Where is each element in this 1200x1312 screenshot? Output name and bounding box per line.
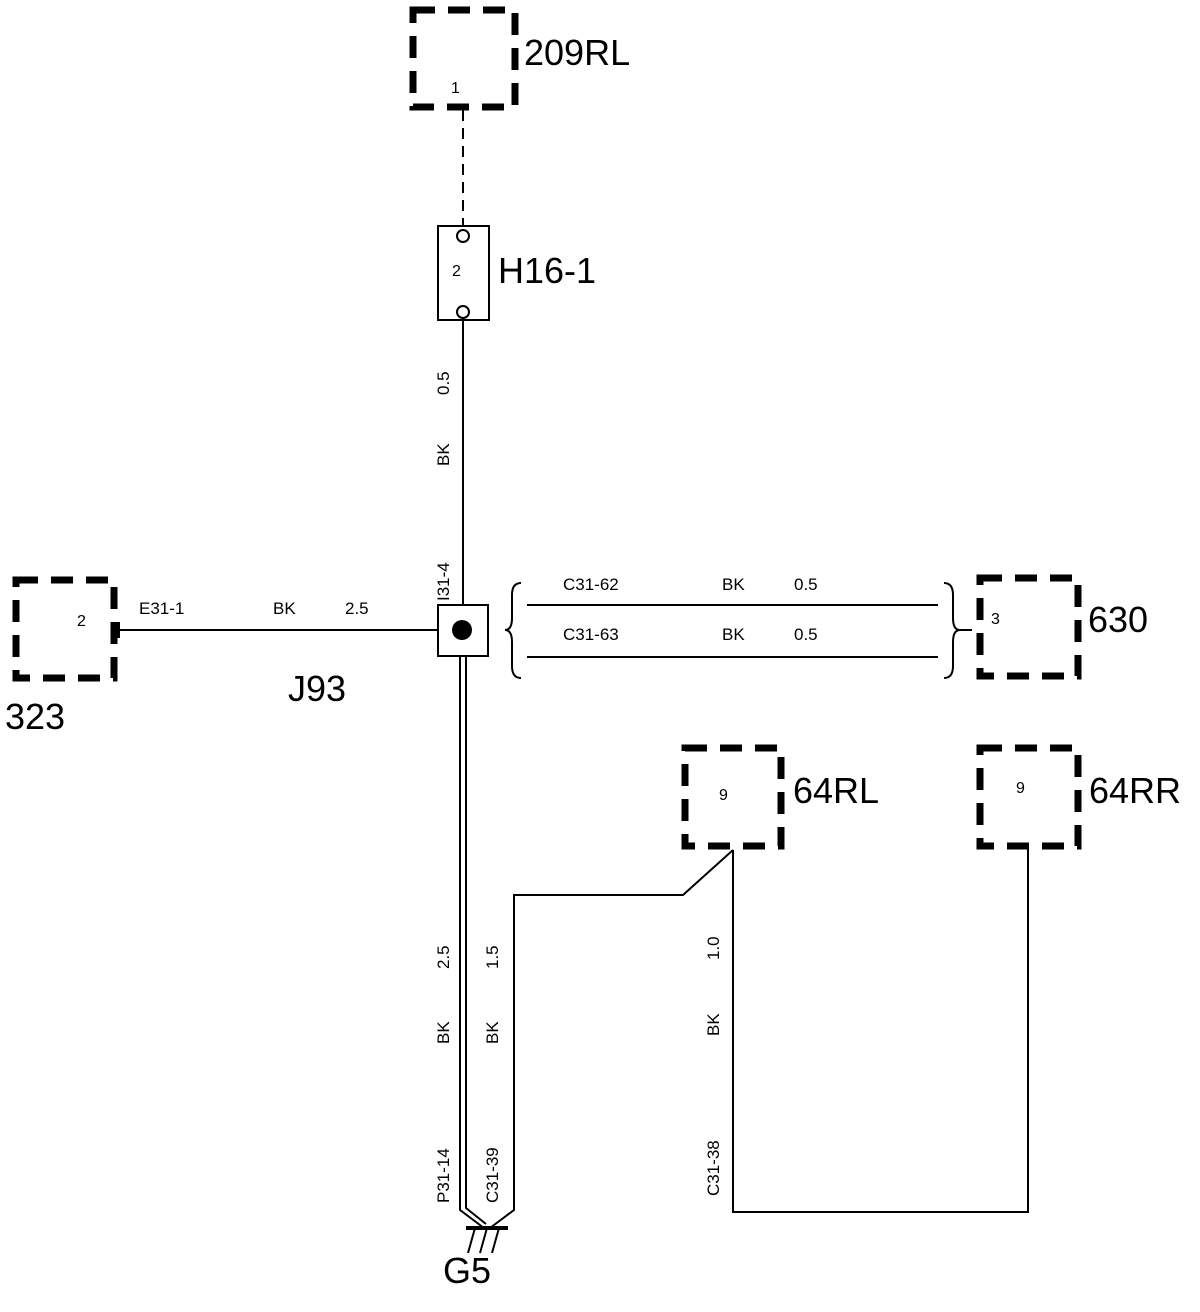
wire-c31-39-color: BK [483,1021,502,1044]
wire-c31-63-size: 0.5 [794,625,818,644]
component-323-label: 323 [5,696,65,737]
splice-j93[interactable]: J93 [288,604,489,709]
wire-e31-1-color: BK [273,599,296,618]
bundle-brace-right [943,582,961,679]
component-630-label: 630 [1088,599,1148,640]
connector-h16-1-label: H16-1 [498,250,596,291]
wire-c31-39-id: C31-39 [483,1147,502,1203]
wire-c31-62-id: C31-62 [563,575,619,594]
connector-h16-1-pin-top [456,229,470,243]
wire-h16-j93-color: BK [434,443,453,466]
ground-icon [466,1226,508,1254]
ground-g5[interactable]: G5 [443,1226,508,1291]
connector-h16-1[interactable]: 2 H16-1 [437,225,596,321]
ground-g5-label: G5 [443,1250,491,1291]
bundle-brace-left [504,582,522,679]
wire-c31-62-size: 0.5 [794,575,818,594]
wire-c31-63-id: C31-63 [563,625,619,644]
connector-h16-1-pin: 2 [452,263,461,280]
wire-j93-top-id: I31-4 [434,562,453,601]
wire-p31-14-id: P31-14 [434,1148,453,1203]
component-323[interactable]: 2 323 [5,576,120,737]
component-64rl[interactable]: 9 64RL [681,744,879,850]
wire-h16-j93-size: 0.5 [434,371,453,395]
wire-c31-38-id: C31-38 [704,1140,723,1196]
wire-c31-38-size: 1.0 [704,936,723,960]
component-323-terminal [111,622,120,638]
component-64rr[interactable]: 9 64RR [976,744,1181,850]
connector-h16-1-pin-bottom [456,305,470,319]
component-323-pin: 2 [77,613,86,630]
wire-c31-39[interactable] [489,849,734,1229]
splice-j93-node [452,620,472,640]
wire-c31-63-color: BK [722,625,745,644]
wire-c31-62-color: BK [722,575,745,594]
component-209rl-pin: 1 [451,80,460,97]
component-630[interactable]: 3 630 [976,574,1148,680]
wire-c31-38[interactable] [732,848,1029,1213]
wire-c31-39-size: 1.5 [483,945,502,969]
wire-e31-1-size: 2.5 [345,599,369,618]
component-64rl-pin: 9 [719,787,728,804]
wire-e31-1-id: E31-1 [139,599,184,618]
wire-p31-14-color: BK [434,1021,453,1044]
component-209rl-label: 209RL [524,32,630,73]
wire-p31-14[interactable] [459,656,485,1229]
component-209rl[interactable]: 1 209RL [409,6,630,111]
wire-c31-38-color: BK [704,1013,723,1036]
wire-p31-14-inner [465,656,487,1225]
component-630-pin: 3 [991,611,1000,628]
wire-p31-14-size: 2.5 [434,945,453,969]
component-64rr-pin: 9 [1016,780,1025,797]
component-64rl-label: 64RL [793,770,879,811]
component-64rr-label: 64RR [1089,770,1181,811]
splice-j93-label: J93 [288,668,346,709]
